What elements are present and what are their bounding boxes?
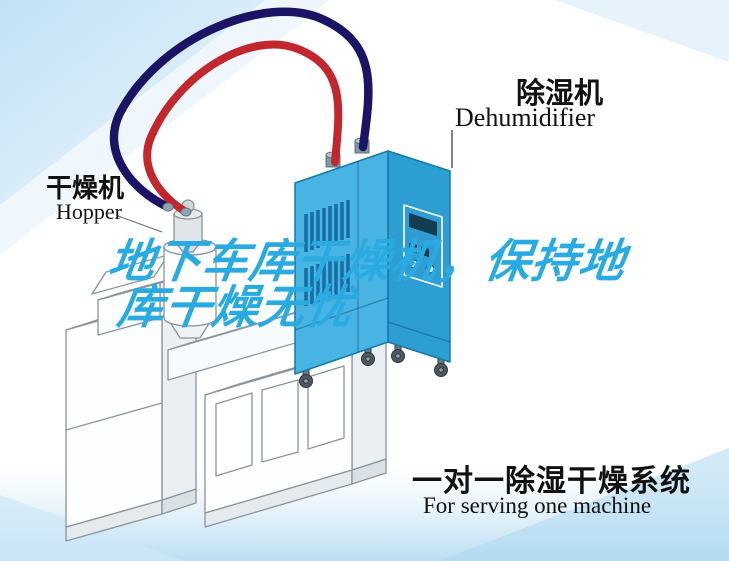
main-title-line2: 库干燥无忧 [114,281,357,333]
red-air-hose [143,40,343,216]
hopper-label-cn: 干燥机 [46,174,125,203]
hose-fitting-navy [162,202,174,212]
cabinet-front [65,302,163,528]
control-knob-1 [409,259,419,269]
hopper-label-en: Hopper [56,199,122,224]
bg-top-left-wash [0,0,265,205]
hopper-machine [65,199,387,542]
caption-cn: 一对一除湿干燥系统 [412,465,691,498]
caption-en: For serving one machine [423,493,652,518]
dehumidifier-label-cn: 除湿机 [516,78,604,110]
guard-window-2 [261,379,299,463]
control-panel [403,204,443,288]
dehumidifier-label-en: Dehumidifier [455,103,596,132]
bg-top-right-wash [555,0,729,62]
cabinet-seam [65,402,163,431]
cyclone-body [173,214,203,246]
main-title-line1: 地下车库干燥机，保持地 [105,235,630,287]
dehumidifier-machine [294,137,451,388]
guard-window-1 [215,392,253,477]
navy-air-hose [109,7,373,212]
dryer-cylinder [163,247,217,327]
air-hoses [109,7,373,217]
panel-seams [294,161,451,352]
bg-bottom-right-wash [440,448,729,561]
guard-window-3 [307,365,345,450]
hose-fitting-red [180,207,192,217]
main-title: 地下车库干燥机，保持地 库干燥无忧 [99,235,630,333]
control-display [409,213,437,236]
leader-lines [117,130,453,233]
control-button-2 [421,247,429,257]
hopper-leader-line [117,215,163,233]
control-knob-2 [425,264,435,274]
feedbox-front [97,282,161,336]
control-button-1 [409,243,417,253]
louver-vents [304,200,350,306]
caster-wheels [299,344,448,388]
